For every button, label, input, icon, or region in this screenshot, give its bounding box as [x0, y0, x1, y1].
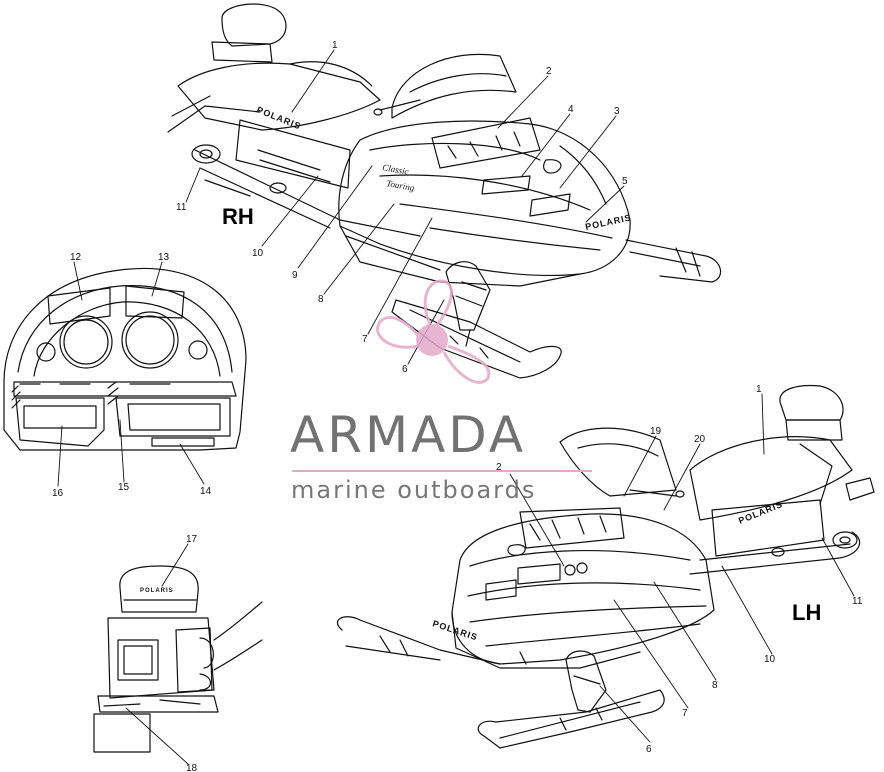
brand-decal-rh-nose: POLARIS	[584, 212, 632, 232]
dash-console	[3, 267, 247, 451]
callout-number: 4	[568, 104, 574, 115]
brand-decal-rh: POLARIS	[255, 105, 302, 132]
callout-number: 2	[496, 462, 502, 473]
leader-lines	[57, 49, 855, 765]
callout-number: 3	[614, 106, 620, 117]
snowmobile-rh	[167, 3, 722, 379]
watermark-divider	[292, 470, 592, 472]
callout-number: 14	[200, 486, 212, 497]
snowmobile-lh	[336, 384, 875, 749]
callout-number: 5	[622, 176, 628, 187]
callout-number: 7	[682, 708, 688, 719]
callouts-seat: 17 18	[186, 534, 198, 772]
callout-number: 18	[186, 763, 198, 772]
callout-number: 10	[252, 248, 264, 259]
callout-number: 2	[546, 66, 552, 77]
callout-number: 20	[694, 434, 706, 445]
propeller-logo	[376, 279, 491, 384]
watermark-title: ARMADA	[290, 406, 527, 464]
callout-number: 19	[650, 426, 662, 437]
brand-decal-seat: POLARIS	[140, 588, 174, 594]
hood-decal-script-1: Classic	[382, 162, 410, 176]
side-label-lh: LH	[792, 600, 821, 625]
watermark-subtitle: marine outboards	[291, 476, 537, 504]
side-label-rh: RH	[222, 204, 254, 229]
callout-number: 16	[52, 488, 64, 499]
callout-number: 8	[318, 294, 324, 305]
seat-backrest	[93, 565, 263, 753]
hood-decal-script-2: Touring	[386, 178, 416, 193]
callout-number: 1	[756, 384, 762, 395]
callout-number: 9	[292, 270, 298, 281]
callouts-lh: 1 19 20 2 11 10 8 7 6	[496, 384, 863, 755]
callout-number: 17	[186, 534, 198, 545]
callout-number: 12	[70, 252, 82, 263]
callout-number: 8	[712, 680, 718, 691]
callout-number: 13	[158, 252, 170, 263]
callouts-dash: 12 13 16 15 14	[52, 252, 212, 499]
callout-number: 10	[764, 654, 776, 665]
callout-number: 11	[176, 202, 187, 213]
callout-number: 15	[118, 482, 130, 493]
brand-decal-lh: POLARIS	[737, 499, 784, 526]
callouts-rh: 1 2 4 3 5 11 10 9 8 7 6	[176, 40, 628, 375]
callout-number: 11	[852, 596, 863, 607]
callout-number: 6	[402, 364, 408, 375]
callout-number: 1	[332, 40, 338, 51]
callout-number: 6	[646, 744, 652, 755]
callout-number: 7	[362, 334, 368, 345]
